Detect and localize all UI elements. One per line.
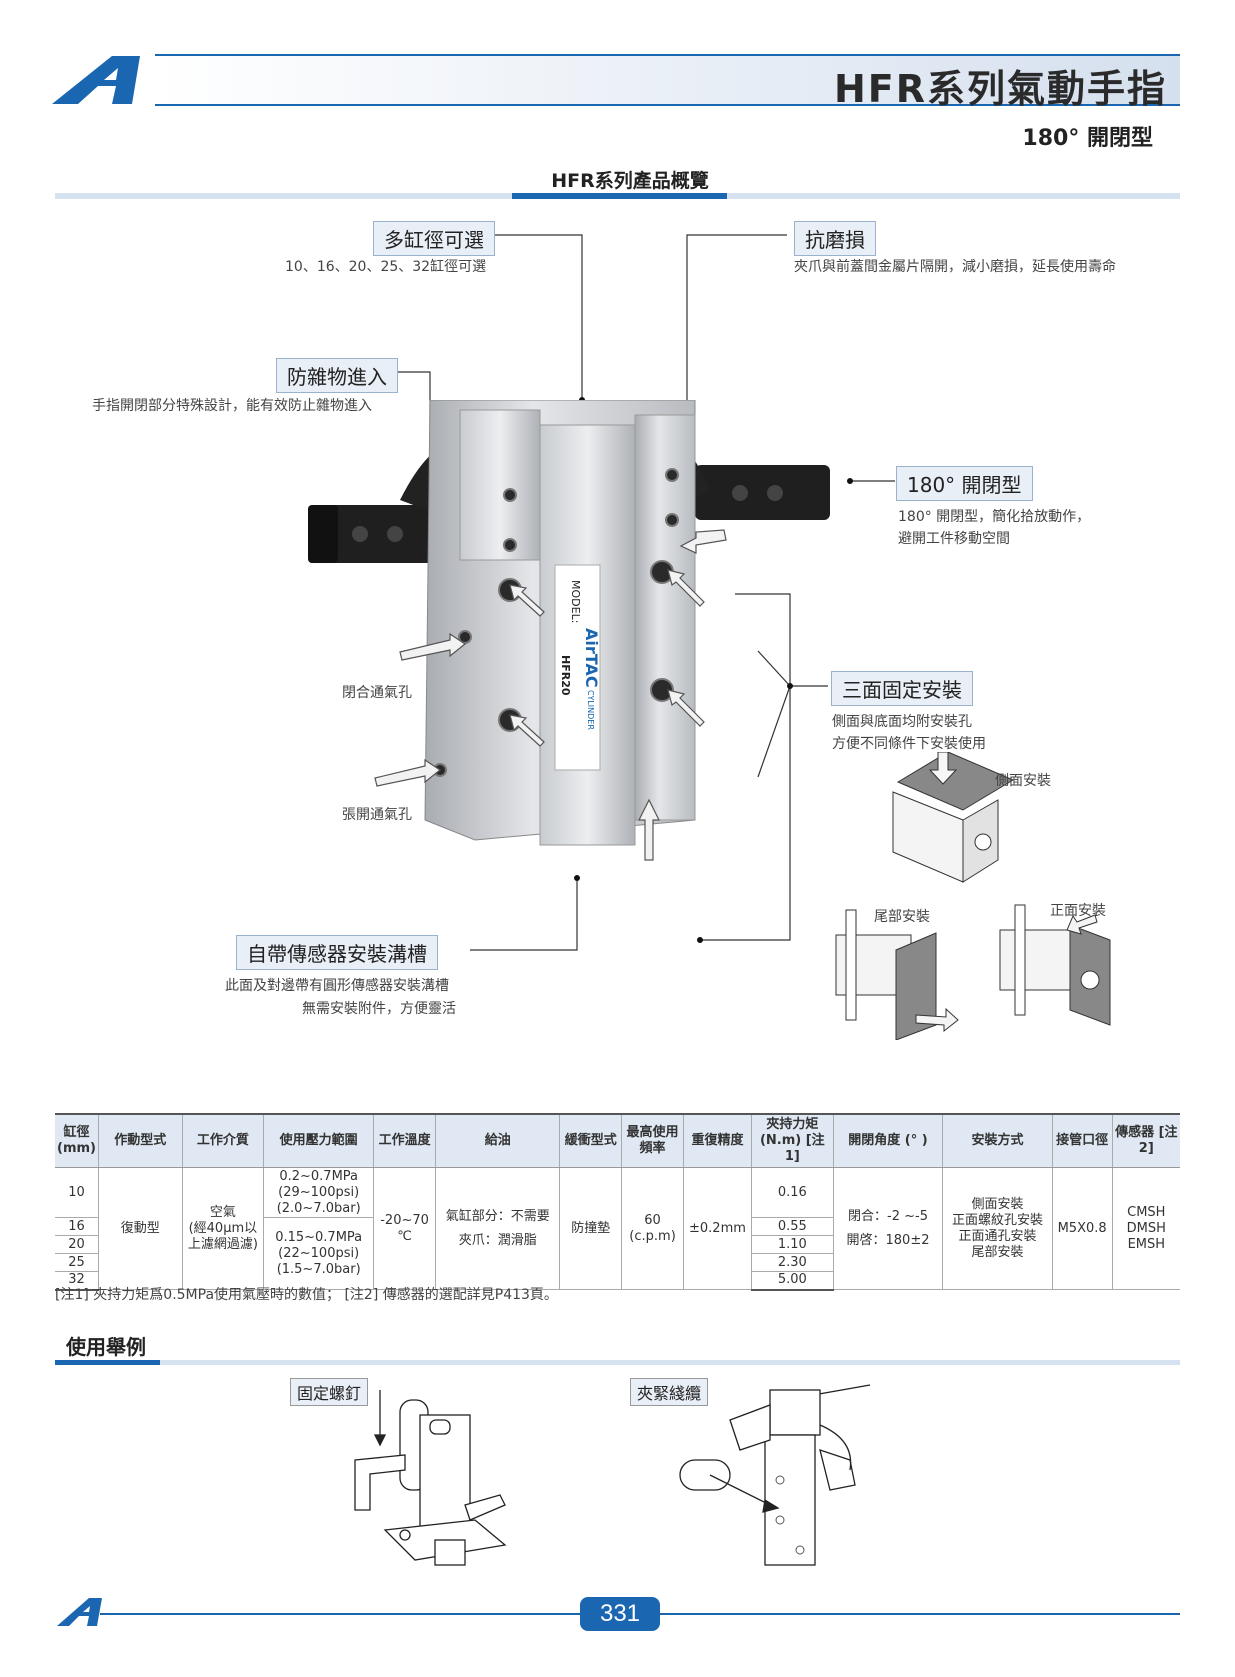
col-sensor: 傳感器 [注2]: [1111, 1113, 1180, 1168]
page-subtitle: 180° 開閉型: [1022, 126, 1153, 151]
callout-three-side-mount: 三面固定安裝: [831, 671, 973, 706]
footer-logo-icon: [57, 1598, 102, 1626]
bore-cell: 25: [55, 1253, 99, 1272]
pressure-other-cell: 0.15~0.7MPa(22~100psi)(1.5~7.0bar): [263, 1217, 374, 1290]
svg-text:AirTAC: AirTAC: [582, 628, 601, 688]
header-bottom-line: [155, 104, 1180, 106]
callout-180-desc-1: 180° 開閉型，簡化拾放動作，: [898, 509, 1091, 525]
medium-cell: 空氣(經40μm以上濾網過濾): [181, 1167, 264, 1290]
col-cushion: 緩衝型式: [559, 1113, 622, 1168]
example-screw-label: 固定螺釘: [290, 1378, 369, 1406]
callout-bore-desc: 10、16、20、25、32缸徑可選: [285, 259, 487, 275]
side-mount-illustration: [892, 752, 1015, 883]
col-frequency: 最高使用頻率: [621, 1113, 684, 1168]
rear-mount-label: 尾部安裝: [874, 909, 930, 925]
table-row: 16 0.15~0.7MPa(22~100psi)(1.5~7.0bar) 0.…: [55, 1217, 1180, 1290]
header-top-line: [155, 54, 1180, 56]
col-bore: 缸徑 (mm): [55, 1113, 99, 1168]
col-mounting: 安裝方式: [942, 1113, 1053, 1168]
example-cable-label: 夾緊綫纜: [630, 1378, 709, 1406]
callout-sensor-desc-1: 此面及對邊帶有圓形傳感器安裝溝槽: [225, 978, 449, 994]
frequency-cell: 60(c.p.m): [621, 1167, 684, 1290]
table-row: 10 復動型 空氣(經40μm以上濾網過濾) 0.2~0.7MPa(29~100…: [55, 1167, 1180, 1290]
torque-cell: 0.16: [750, 1167, 834, 1218]
callout-sensor-groove: 自帶傳感器安裝溝槽: [236, 935, 438, 970]
brand-logo-icon: [52, 56, 140, 104]
table-row: 20 1.10: [55, 1235, 1180, 1254]
callout-sensor-desc-2: 無需安裝附件，方便靈活: [302, 1001, 456, 1017]
overview-section-title: HFR系列產品概覽: [551, 170, 709, 192]
torque-cell: 2.30: [750, 1253, 834, 1272]
table-row: 32 5.00: [55, 1271, 1180, 1291]
pressure-10-cell: 0.2~0.7MPa(29~100psi)(2.0~7.0bar): [263, 1167, 374, 1218]
spec-header-row: 缸徑 (mm) 作動型式 工作介質 使用壓力範圍 工作溫度 給油 緩衝型式 最高…: [55, 1113, 1180, 1168]
col-temperature: 工作溫度: [373, 1113, 436, 1168]
callout-anti-wear-desc: 夾爪與前蓋間金屬片隔開，減小磨損，延長使用壽命: [794, 259, 1116, 275]
svg-text:HFR20: HFR20: [559, 655, 572, 696]
header-band: [155, 56, 1180, 106]
col-angle: 開閉角度 (° ): [832, 1113, 943, 1168]
callout-mount-desc-1: 側面與底面均附安裝孔: [832, 714, 972, 730]
table-notes: [注1] 夾持力矩爲0.5MPa使用氣壓時的數值； [注2] 傳感器的選配詳見P…: [55, 1287, 558, 1303]
gripper-product-image: MODEL: AirTAC CYLINDER HFR20: [308, 400, 830, 861]
repeatability-cell: ±0.2mm: [683, 1167, 752, 1290]
callout-anti-wear: 抗磨損: [794, 221, 876, 256]
callout-debris-proof: 防雜物進入: [276, 358, 398, 393]
col-repeatability: 重復精度: [683, 1113, 752, 1168]
callout-debris-desc: 手指開閉部分特殊設計，能有效防止雜物進入: [92, 398, 372, 414]
callout-bore-options: 多缸徑可選: [373, 221, 495, 256]
usage-section-title: 使用舉例: [66, 1335, 146, 1359]
open-port-label: 張開通氣孔: [342, 807, 412, 823]
side-mount-label: 側面安裝: [995, 773, 1051, 789]
usage-bar: [55, 1360, 1180, 1365]
table-row: 25 2.30: [55, 1253, 1180, 1272]
col-torque: 夾持力矩 (N.m) [注1]: [750, 1113, 834, 1168]
col-medium: 工作介質: [181, 1113, 264, 1168]
port-cell: M5X0.8: [1051, 1167, 1113, 1290]
col-port: 接管口徑: [1051, 1113, 1113, 1168]
callout-180-desc-2: 避開工件移動空間: [898, 531, 1010, 547]
bore-cell: 16: [55, 1217, 99, 1236]
bore-cell: 20: [55, 1235, 99, 1254]
close-port-label: 閉合通氣孔: [342, 685, 412, 701]
torque-cell: 5.00: [750, 1271, 834, 1291]
example-screw-illustration: [354, 1390, 507, 1566]
spec-table: 缸徑 (mm) 作動型式 工作介質 使用壓力範圍 工作溫度 給油 緩衝型式 最高…: [55, 1113, 1180, 1291]
lubrication-cell: 氣缸部分：不需要夾爪：潤滑脂: [435, 1167, 560, 1290]
svg-text:CYLINDER: CYLINDER: [586, 690, 595, 730]
action-cell: 復動型: [97, 1167, 183, 1290]
col-lubrication: 給油: [435, 1113, 560, 1168]
front-mount-illustration: [999, 904, 1111, 1026]
bore-cell: 32: [55, 1271, 99, 1291]
torque-cell: 0.55: [750, 1217, 834, 1236]
col-pressure: 使用壓力範圍: [263, 1113, 374, 1168]
section-bar-accent: [512, 193, 727, 199]
page-title: HFR系列氣動手指: [833, 67, 1167, 111]
bore-cell: 10: [55, 1167, 99, 1218]
front-mount-label: 正面安裝: [1050, 903, 1106, 919]
example-cable-illustration: [679, 1384, 871, 1566]
callout-180-open-close: 180° 開閉型: [896, 466, 1033, 501]
usage-bar-accent: [55, 1360, 160, 1365]
rear-mount-illustration: [835, 909, 959, 1040]
temperature-cell: -20~70℃: [373, 1167, 436, 1290]
torque-cell: 1.10: [750, 1235, 834, 1254]
callout-mount-desc-2: 方便不同條件下安裝使用: [832, 736, 986, 752]
col-action: 作動型式: [97, 1113, 183, 1168]
product-model-text: MODEL:: [569, 580, 582, 623]
mounting-cell: 側面安裝正面螺紋孔安裝 正面通孔安裝尾部安裝: [942, 1167, 1053, 1290]
cushion-cell: 防撞墊: [559, 1167, 622, 1290]
page-number: 331: [580, 1597, 660, 1631]
